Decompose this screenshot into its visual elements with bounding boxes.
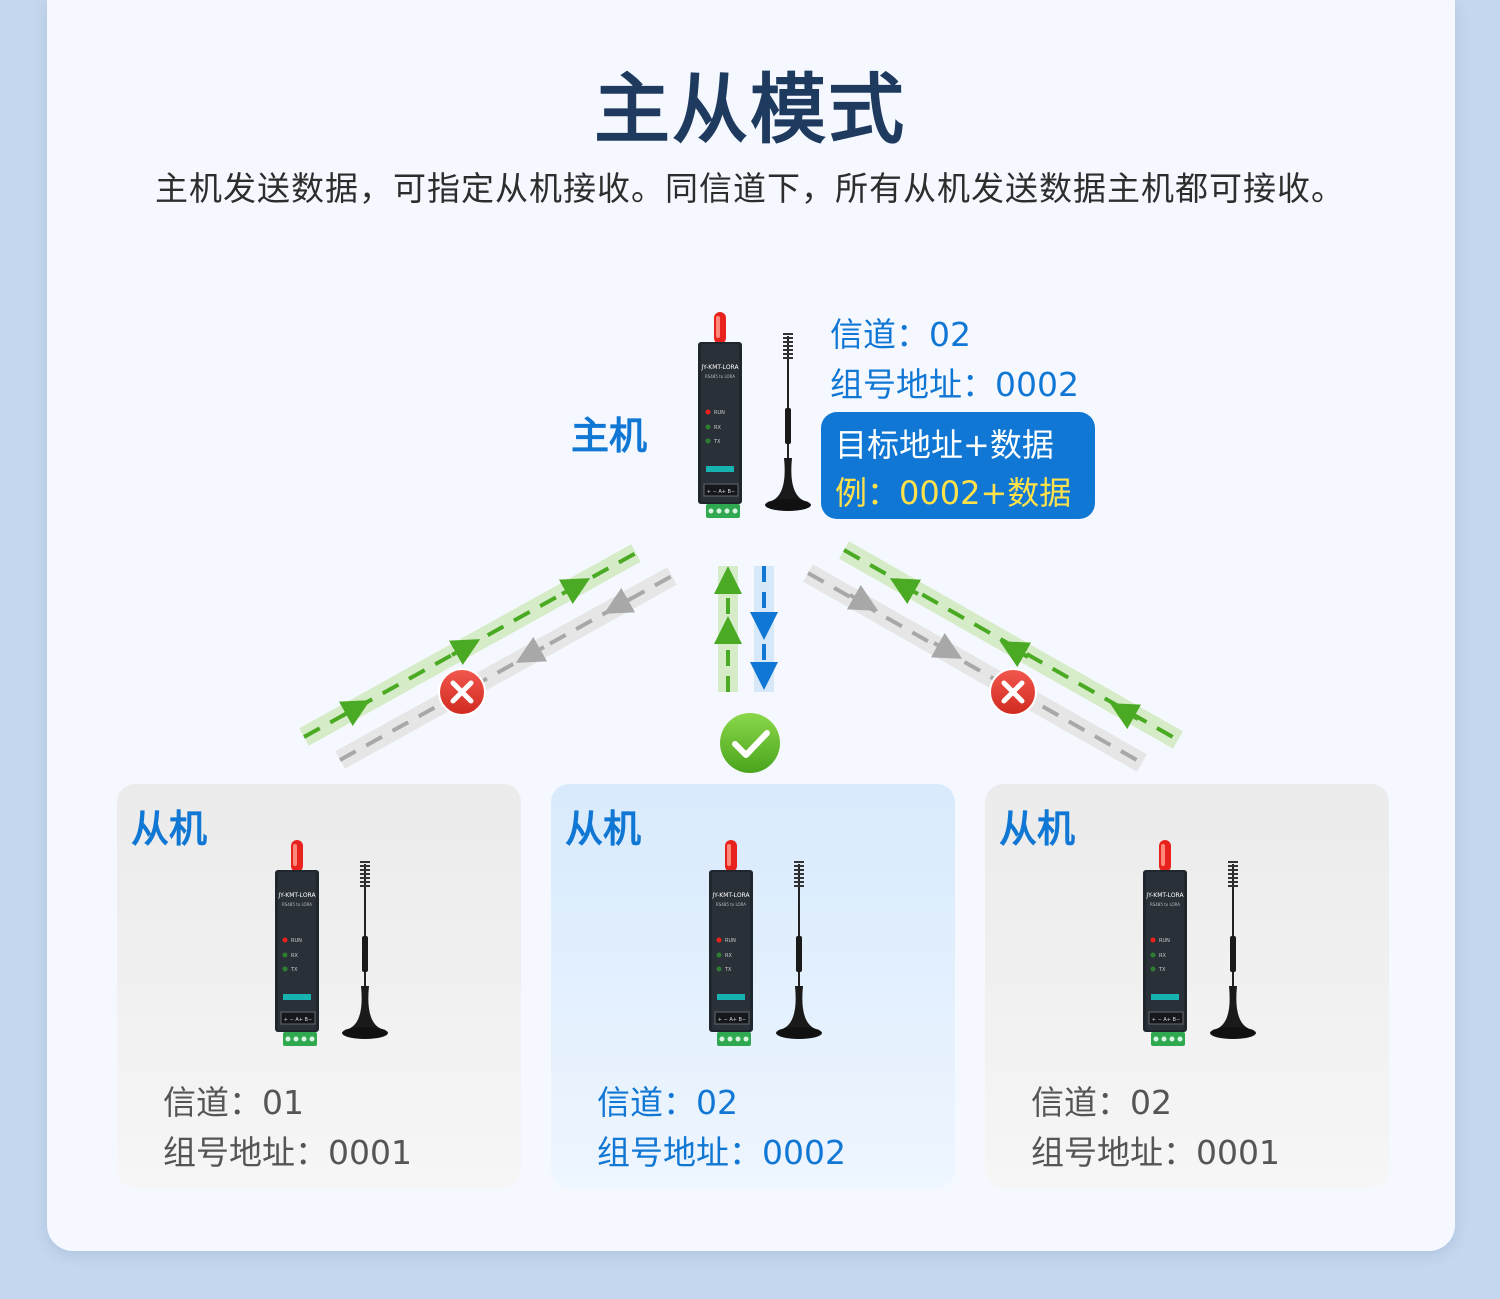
fail-icon-left xyxy=(438,668,486,716)
svg-text:TX: TX xyxy=(724,967,732,973)
lora-module-icon: JY-KMT-LORA RS485 to LORA RUN RX TX + − … xyxy=(709,840,753,1046)
master-label: 主机 xyxy=(571,414,648,458)
lora-module-icon: JY-KMT-LORA RS485 to LORA RUN RX TX + − … xyxy=(275,840,319,1046)
master-group-address: 组号地址：0002 xyxy=(830,365,1079,404)
slave-channel: 信道：01 xyxy=(163,1083,304,1122)
bubble-title: 目标地址+数据 xyxy=(835,426,1054,464)
lora-module-icon: JY-KMT-LORA RS485 to LORA RUN RX TX + − … xyxy=(698,312,742,518)
slave-group-address: 组号地址：0001 xyxy=(1031,1133,1280,1172)
svg-text:+ − A+ B−: + − A+ B− xyxy=(718,1017,746,1023)
slave-panel-1: 从机 JY-KMT-LORA RS485 to LORA RUN RX TX +… xyxy=(117,784,521,1188)
antenna-icon xyxy=(765,333,811,511)
svg-text:RX: RX xyxy=(291,953,298,959)
svg-text:+ − A+ B−: + − A+ B− xyxy=(707,489,735,495)
page-title: 主从模式 xyxy=(594,65,906,154)
bubble-example: 例：0002+数据 xyxy=(835,474,1072,512)
svg-text:RUN: RUN xyxy=(1159,938,1170,944)
svg-text:RUN: RUN xyxy=(714,410,725,416)
antenna-icon xyxy=(342,861,388,1039)
fail-icon-right xyxy=(989,668,1037,716)
slave-panel-3: 从机 JY-KMT-LORA RS485 to LORA RUN RX TX +… xyxy=(985,784,1389,1188)
antenna-icon xyxy=(776,861,822,1039)
svg-text:RX: RX xyxy=(725,953,732,959)
master-channel: 信道：02 xyxy=(830,315,971,354)
svg-text:TX: TX xyxy=(290,967,298,973)
slave-device-image: JY-KMT-LORA RS485 to LORA RUN RX TX + − … xyxy=(275,840,388,1046)
link-right xyxy=(803,541,1183,772)
slave-group-address: 组号地址：0002 xyxy=(597,1133,846,1172)
svg-text:RS485 to LORA: RS485 to LORA xyxy=(705,374,735,379)
slave-group-address: 组号地址：0001 xyxy=(163,1133,412,1172)
slave-info: 信道：02 组号地址：0002 xyxy=(597,1078,846,1178)
svg-text:JY-KMT-LORA: JY-KMT-LORA xyxy=(277,892,316,899)
link-left xyxy=(299,544,677,769)
slave-info: 信道：02 组号地址：0001 xyxy=(1031,1078,1280,1178)
svg-text:JY-KMT-LORA: JY-KMT-LORA xyxy=(711,892,750,899)
svg-text:RX: RX xyxy=(1159,953,1166,959)
page-subtitle: 主机发送数据，可指定从机接收。同信道下，所有从机发送数据主机都可接收。 xyxy=(155,169,1345,208)
slave-info: 信道：01 组号地址：0001 xyxy=(163,1078,412,1178)
svg-text:RUN: RUN xyxy=(725,938,736,944)
target-address-bubble: 目标地址+数据 例：0002+数据 xyxy=(821,412,1095,519)
svg-text:+ − A+ B−: + − A+ B− xyxy=(284,1017,312,1023)
slave-channel: 信道：02 xyxy=(1031,1083,1172,1122)
svg-text:+ − A+ B−: + − A+ B− xyxy=(1152,1017,1180,1023)
svg-text:JY-KMT-LORA: JY-KMT-LORA xyxy=(700,364,739,371)
svg-text:TX: TX xyxy=(1158,967,1166,973)
svg-text:RS485 to LORA: RS485 to LORA xyxy=(716,902,746,907)
slave-device-image: JY-KMT-LORA RS485 to LORA RUN RX TX + − … xyxy=(1143,840,1256,1046)
lora-module-icon: JY-KMT-LORA RS485 to LORA RUN RX TX + − … xyxy=(1143,840,1187,1046)
slave-label: 从机 xyxy=(131,807,208,851)
slave-panel-2: 从机 JY-KMT-LORA RS485 to LORA RUN RX TX +… xyxy=(551,784,955,1188)
success-check-icon xyxy=(720,713,780,773)
link-center xyxy=(714,566,778,692)
slave-label: 从机 xyxy=(565,807,642,851)
svg-text:TX: TX xyxy=(713,439,721,445)
antenna-icon xyxy=(1210,861,1256,1039)
svg-text:RUN: RUN xyxy=(291,938,302,944)
svg-text:JY-KMT-LORA: JY-KMT-LORA xyxy=(1145,892,1184,899)
svg-text:RS485 to LORA: RS485 to LORA xyxy=(1150,902,1180,907)
slave-channel: 信道：02 xyxy=(597,1083,738,1122)
master-device-image: JY-KMT-LORA RS485 to LORA RUN RX TX + − … xyxy=(698,312,811,518)
slave-device-image: JY-KMT-LORA RS485 to LORA RUN RX TX + − … xyxy=(709,840,822,1046)
svg-text:RS485 to LORA: RS485 to LORA xyxy=(282,902,312,907)
slave-label: 从机 xyxy=(999,807,1076,851)
svg-text:RX: RX xyxy=(714,425,721,431)
